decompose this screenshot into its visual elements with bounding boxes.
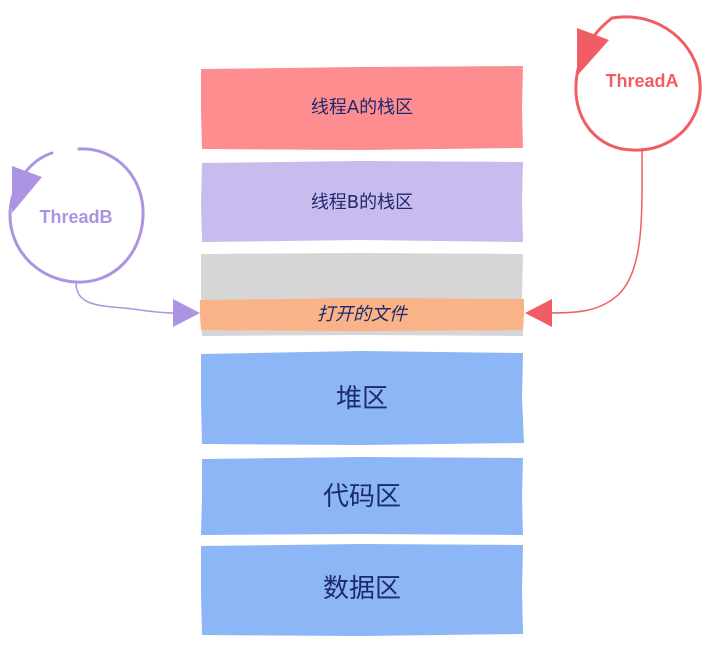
thread-a-loop-arrowhead [577,28,609,76]
open-file-block [200,298,524,331]
stack-a-block [201,66,523,150]
stack-b-label: 线程B的栈区 [311,192,413,213]
stack-a-label: 线程A的栈区 [311,97,413,118]
open-file-label: 打开的文件 [317,304,409,325]
heap-block [201,351,524,445]
thread-a-connector [549,147,643,314]
thread-a-arrowhead [525,299,552,327]
heap-label: 堆区 [336,384,388,414]
thread-a-label: ThreadA [605,71,678,91]
thread-b-loop-arrowhead [12,166,42,213]
code-label: 代码区 [323,482,401,512]
data-block [201,544,523,636]
stack-b-block [201,161,523,242]
thread-b-connector [75,282,176,314]
code-block [201,457,523,535]
thread-b-loop: ThreadB [8,147,145,284]
data-label: 数据区 [323,574,401,604]
thread-b-label: ThreadB [39,207,112,227]
thread-b-arrowhead [173,299,200,327]
thread-a-loop: ThreadA [574,15,702,152]
